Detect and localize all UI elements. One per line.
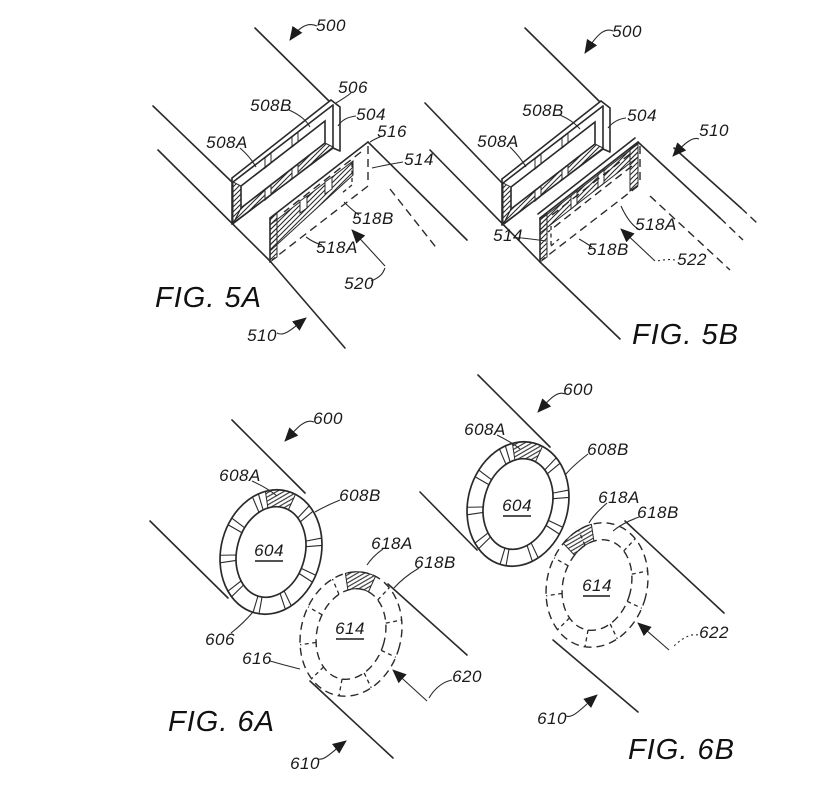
ring-recess-614-6a: [285, 559, 417, 709]
recess-hatch-618a-6b: [562, 523, 595, 556]
ref-label-610-6b: 610: [537, 709, 567, 728]
ref-label-614-6a: 614: [335, 619, 365, 638]
ref-label-508a-5b: 508A: [477, 132, 519, 151]
ref-label-504: 504: [356, 105, 386, 124]
recess-hatch-618a-6a: [344, 571, 377, 593]
ref-label-600-6b: 600: [563, 380, 593, 399]
ref-label-518b: 518B: [352, 209, 394, 228]
figure-title-6a: FIG. 6A: [168, 706, 275, 738]
ref-label-600-6a: 600: [313, 409, 343, 428]
ref-label-500-5b: 500: [612, 22, 642, 41]
ref-label-618a-6a: 618A: [371, 534, 413, 553]
ref-label-518b-5b: 518B: [587, 240, 629, 259]
ref-label-614-6b: 614: [582, 576, 612, 595]
ref-label-506: 506: [338, 78, 368, 97]
ref-label-518a: 518A: [316, 238, 358, 257]
ref-label-618a-6b: 618A: [598, 488, 640, 507]
figure-title-5a: FIG. 5A: [155, 282, 262, 314]
ref-label-508a: 508A: [206, 133, 248, 152]
ref-label-604-6b: 604: [502, 496, 532, 515]
ref-label-514: 514: [404, 150, 434, 169]
ref-label-510-5b: 510: [699, 121, 729, 140]
band-recess-514-5a: [269, 141, 468, 263]
figure-title-6b: FIG. 6B: [628, 734, 735, 766]
callouts-6b: [496, 392, 699, 717]
figure-6b: 600 608A 608B 604 618A 618B 614 622 610 …: [419, 374, 735, 766]
figure-6a: 600 608A 608B 604 606 616 614 618A 618B …: [149, 409, 482, 773]
ref-label-620: 620: [452, 667, 482, 686]
callouts-5a: [239, 24, 404, 335]
ref-label-608a-6a: 608A: [219, 466, 261, 485]
strap-600-lines-6b: [419, 374, 725, 713]
ref-label-604-6a: 604: [254, 541, 284, 560]
ref-label-606: 606: [205, 630, 235, 649]
ref-label-522: 522: [677, 250, 707, 269]
ring-recess-614-6b: [531, 510, 663, 660]
ref-label-618b-6a: 618B: [414, 553, 456, 572]
ref-label-508b-5b: 508B: [522, 101, 564, 120]
ref-label-616: 616: [242, 649, 272, 668]
ref-label-518a-5b: 518A: [635, 215, 677, 234]
band-recess-514-5b: [537, 137, 758, 271]
ref-label-508b: 508B: [250, 96, 292, 115]
strap-500-lines: [152, 27, 346, 349]
ref-label-504-5b: 504: [627, 106, 657, 125]
figure-5b: 500 508B 504 508A 510 514 518A 518B 522 …: [424, 22, 758, 351]
callouts-6a: [230, 420, 453, 760]
ref-label-510: 510: [247, 326, 277, 345]
ref-label-514-5b: 514: [493, 226, 523, 245]
ref-label-516: 516: [377, 122, 407, 141]
ref-label-520: 520: [344, 274, 374, 293]
figure-title-5b: FIG. 5B: [632, 319, 739, 351]
ref-label-608b-6a: 608B: [339, 486, 381, 505]
callouts-5b: [509, 29, 700, 262]
ref-label-622: 622: [699, 623, 729, 642]
ref-label-610-6a: 610: [290, 754, 320, 773]
hidden-edges: [271, 146, 369, 261]
ref-label-500: 500: [316, 16, 346, 35]
figure-5a: 500 506 508B 504 508A 516 514 518B 518A …: [152, 16, 468, 349]
strap-600-lines-6a: [149, 419, 468, 759]
ref-label-608a-6b: 608A: [464, 420, 506, 439]
ref-label-608b-6b: 608B: [587, 440, 629, 459]
strap-500-lines-5b: [424, 27, 621, 340]
hidden-edges-5b: [541, 146, 641, 261]
ref-label-618b-6b: 618B: [637, 503, 679, 522]
